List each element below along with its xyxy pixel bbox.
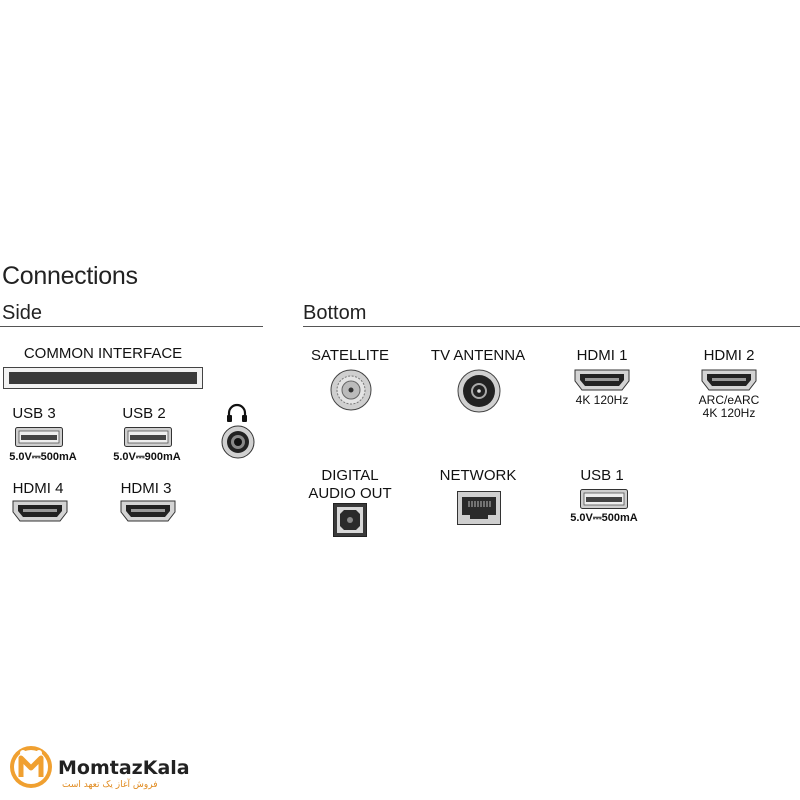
hdmi-port-icon (12, 500, 68, 522)
hdmi2-spec-refresh: 4K 120Hz (702, 406, 756, 420)
hdmi1-label: HDMI 1 (576, 347, 628, 364)
bottom-heading: Bottom (303, 302, 367, 324)
brand-logo-icon (8, 744, 54, 790)
usb2-spec: 5.0V⎓900mA (113, 451, 181, 463)
side-divider (0, 326, 263, 327)
hdmi-port-icon (120, 500, 176, 522)
usb2-label: USB 2 (122, 405, 166, 422)
usb1-spec: 5.0V⎓500mA (570, 512, 638, 524)
brand-tagline: فروش آغاز یک تعهد است (62, 780, 158, 790)
hdmi2-label: HDMI 2 (703, 347, 755, 364)
headphone-icon (226, 403, 248, 423)
common-interface-slot-icon (3, 367, 203, 389)
usb-port-icon (580, 489, 628, 509)
tv-antenna-label: TV ANTENNA (430, 347, 526, 364)
satellite-connector-icon (330, 369, 372, 411)
hdmi-port-icon (574, 369, 630, 391)
hdmi-port-icon (701, 369, 757, 391)
hdmi4-label: HDMI 4 (12, 480, 64, 497)
headphone-jack-icon (221, 425, 255, 459)
optical-port-icon (333, 503, 367, 537)
digital-audio-label-line2: AUDIO OUT (308, 485, 392, 502)
page-title: Connections (2, 262, 138, 290)
antenna-connector-icon (457, 369, 501, 413)
usb-port-icon (15, 427, 63, 447)
usb3-spec: 5.0V⎓500mA (9, 451, 77, 463)
common-interface-label: COMMON INTERFACE (23, 345, 183, 362)
hdmi1-spec: 4K 120Hz (575, 393, 629, 407)
digital-audio-label-line1: DIGITAL (321, 467, 379, 484)
usb3-label: USB 3 (12, 405, 56, 422)
brand-name: MomtazKala (58, 757, 190, 779)
ethernet-port-icon (457, 491, 501, 525)
hdmi2-spec-arc: ARC/eARC (698, 393, 760, 407)
side-heading: Side (2, 302, 43, 324)
usb-port-icon (124, 427, 172, 447)
network-label: NETWORK (439, 467, 517, 484)
usb1-label: USB 1 (580, 467, 624, 484)
bottom-divider (303, 326, 800, 327)
hdmi3-label: HDMI 3 (120, 480, 172, 497)
satellite-label: SATELLITE (310, 347, 390, 364)
